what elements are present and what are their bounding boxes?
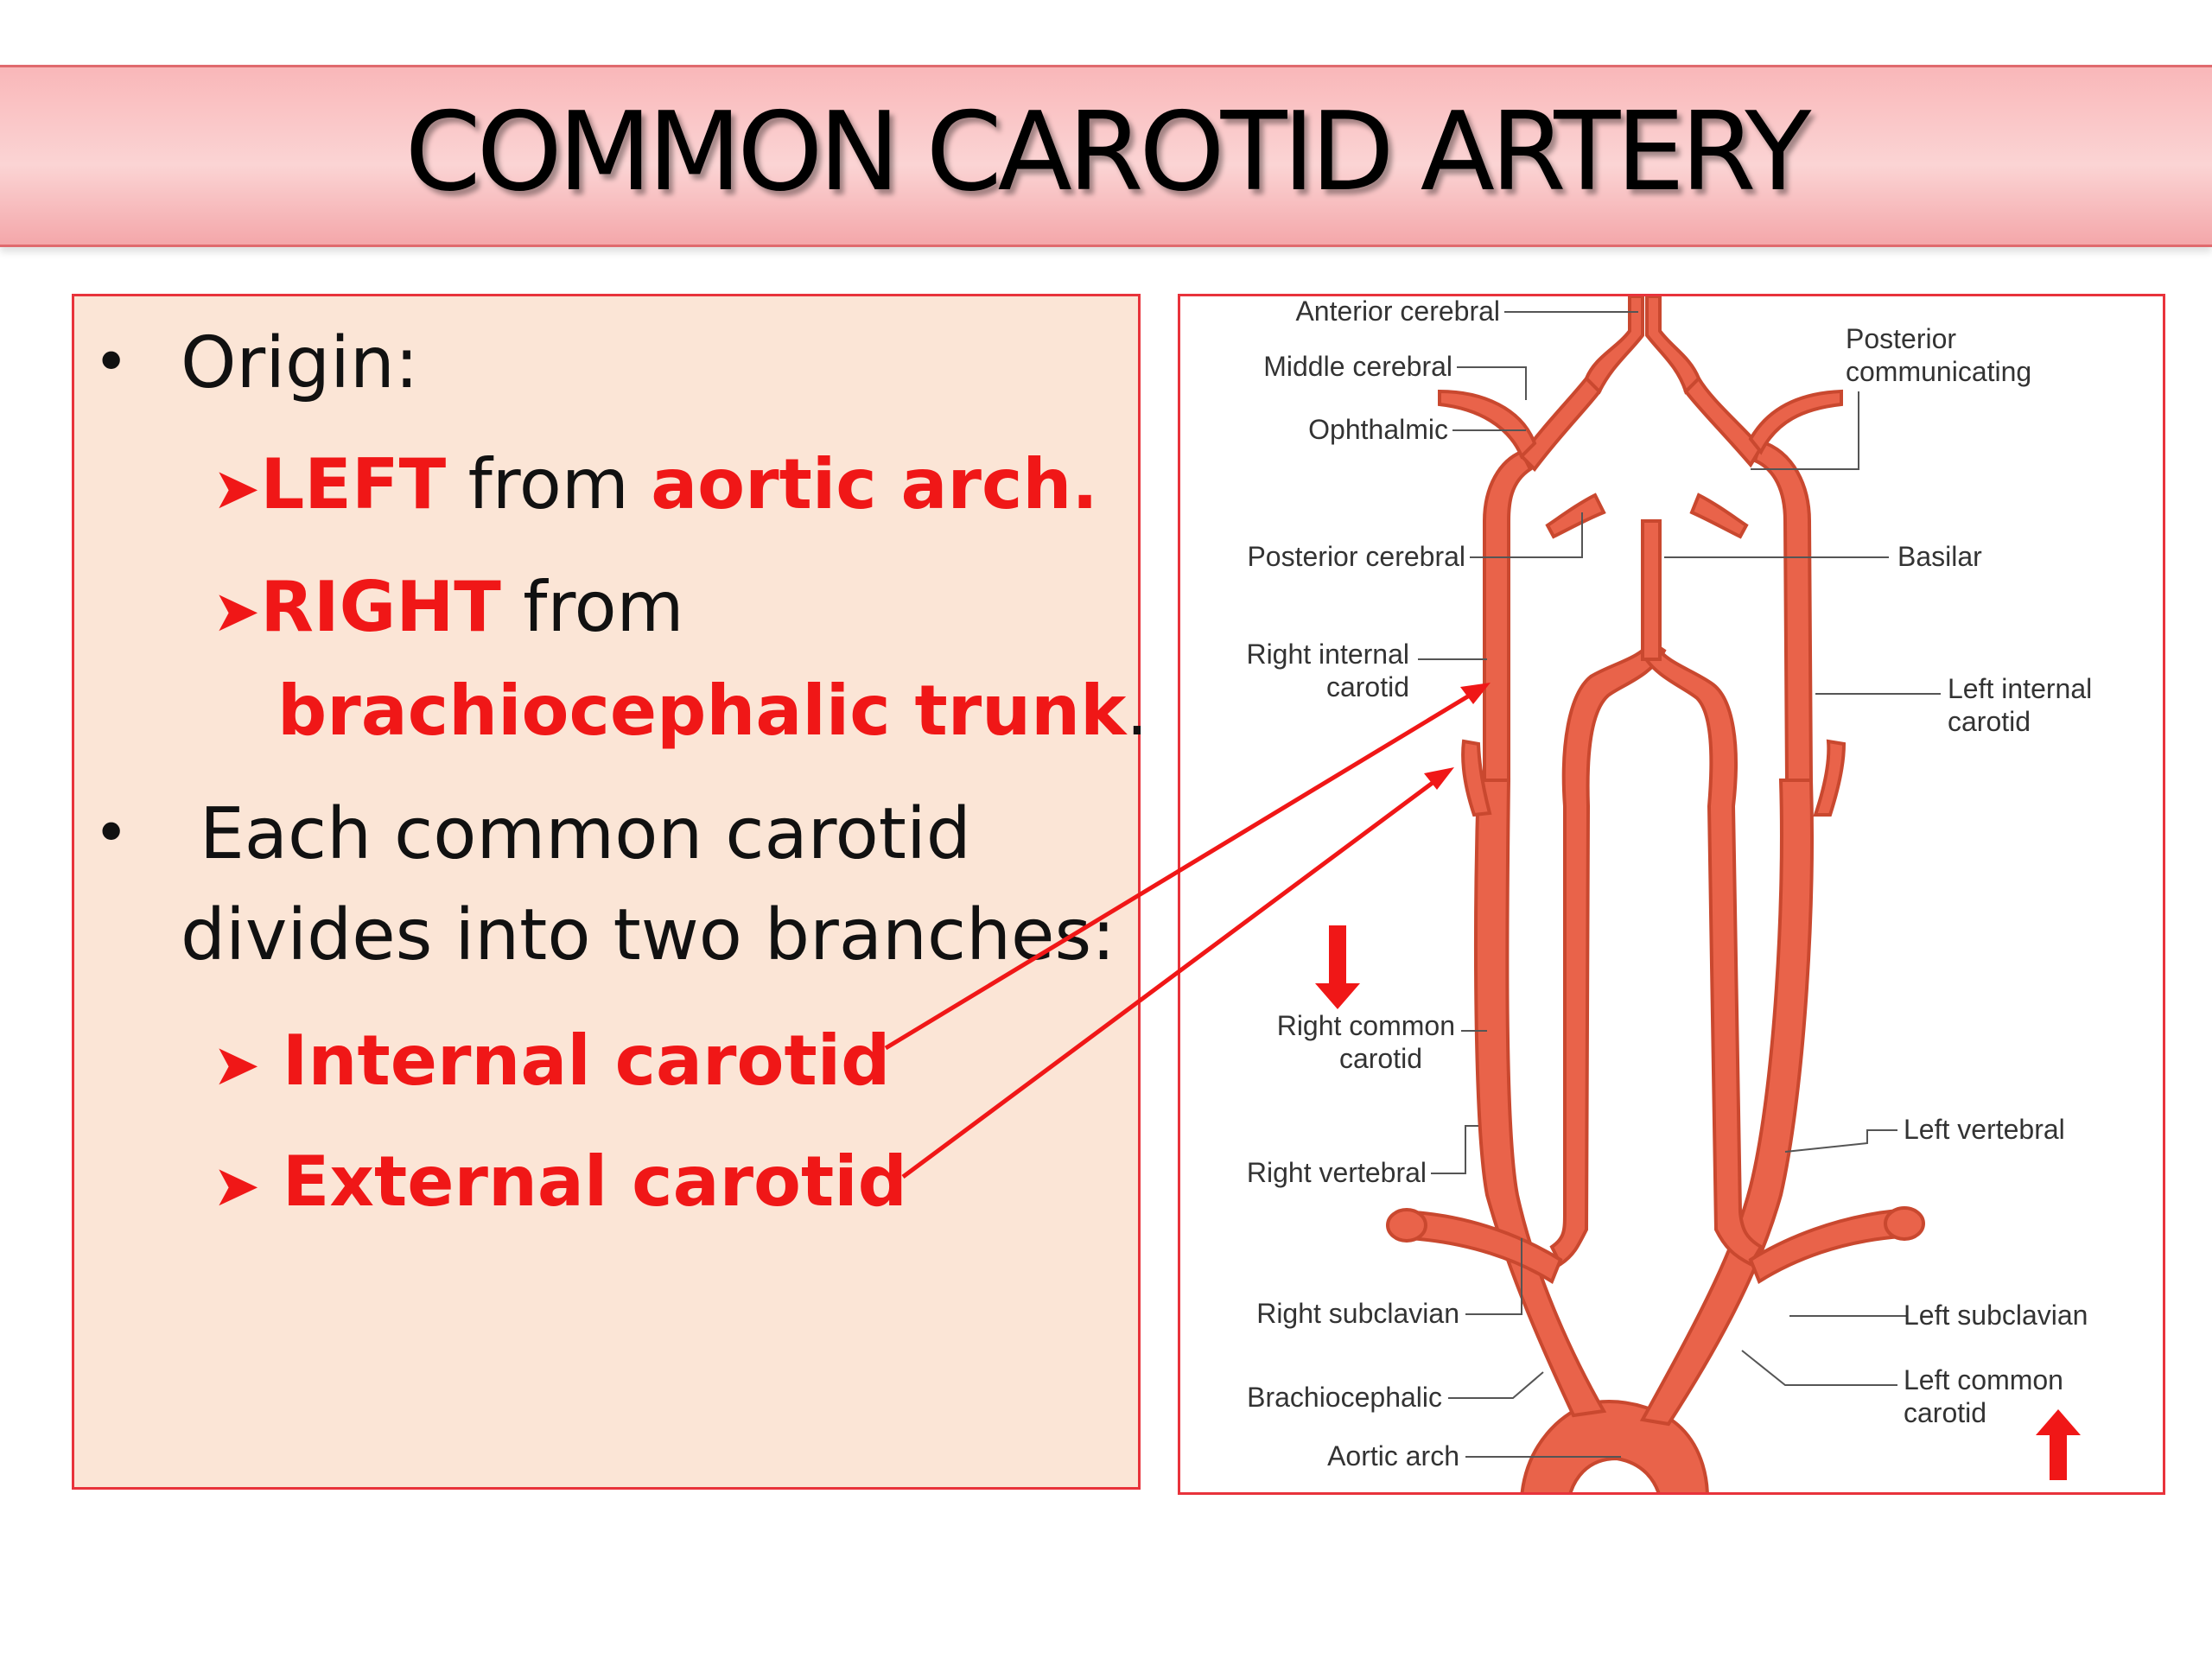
label-right-internal-carotid-1: Right internal <box>1246 639 1409 670</box>
label-right-vertebral: Right vertebral <box>1247 1157 1427 1188</box>
label-ophthalmic: Ophthalmic <box>1308 414 1448 445</box>
label-right-internal-carotid-2: carotid <box>1326 671 1409 702</box>
label-basilar: Basilar <box>1897 541 1982 572</box>
label-posterior-communicating-2: communicating <box>1846 356 2031 387</box>
internal-carotid-item: ➤ Internal carotid <box>213 1018 890 1109</box>
label-right-common-carotid-2: carotid <box>1339 1043 1422 1074</box>
internal-carotid-pointer-arrow <box>884 683 1491 1051</box>
label-left-common-carotid-1: Left common <box>1904 1364 2063 1395</box>
period: . <box>1126 671 1148 751</box>
right-word: RIGHT <box>260 567 501 647</box>
bullet-divides: • <box>93 798 130 868</box>
artery-diagram-panel: Anterior cerebral Middle cerebral Ophtha… <box>1178 294 2165 1495</box>
from-text: from <box>446 444 652 524</box>
label-brachiocephalic: Brachiocephalic <box>1247 1382 1442 1413</box>
red-direction-arrows <box>1315 925 2081 1480</box>
internal-carotid-text: Internal carotid <box>282 1020 891 1101</box>
label-middle-cerebral: Middle cerebral <box>1263 351 1452 382</box>
aortic-arch-text: aortic arch <box>651 444 1072 524</box>
label-left-vertebral: Left vertebral <box>1904 1114 2065 1145</box>
artery-diagram: Anterior cerebral Middle cerebral Ophtha… <box>1246 296 2092 1492</box>
text-panel: • Origin: ➤LEFT from aortic arch. ➤RIGHT… <box>72 294 1148 1490</box>
label-posterior-communicating-1: Posterior <box>1846 323 1956 354</box>
external-carotid-item: ➤ External carotid <box>213 1139 907 1230</box>
external-carotid-text: External carotid <box>282 1141 907 1222</box>
external-carotid-pointer-arrow <box>901 767 1454 1179</box>
label-right-common-carotid-1: Right common <box>1277 1010 1455 1041</box>
label-right-subclavian: Right subclavian <box>1256 1298 1459 1329</box>
origin-text: Origin: <box>181 322 419 404</box>
origin-heading: Origin: <box>181 321 418 407</box>
arrow-bullet-icon: ➤ <box>213 1032 261 1098</box>
label-anterior-cerebral: Anterior cerebral <box>1295 296 1500 327</box>
divides-text-1: Each common carotid <box>200 793 971 875</box>
label-posterior-cerebral: Posterior cerebral <box>1247 541 1465 572</box>
artery-tree <box>1386 296 1925 1492</box>
leader-lines <box>1418 311 1941 1458</box>
diagram-labels: Anterior cerebral Middle cerebral Ophtha… <box>1246 296 2092 1471</box>
left-origin-line: ➤LEFT from aortic arch. <box>213 442 1098 532</box>
divides-line-1: Each common carotid <box>200 791 971 878</box>
brachiocephalic-line: brachiocephalic trunk. <box>277 668 1148 754</box>
bullet-origin: • <box>93 327 130 397</box>
label-left-internal-carotid-2: carotid <box>1948 706 2031 737</box>
divides-line-2: divides into two branches: <box>181 893 1116 979</box>
left-word: LEFT <box>260 444 447 524</box>
period: . <box>1071 444 1098 524</box>
divides-text-2: divides into two branches: <box>181 894 1116 976</box>
slide-title: COMMON CAROTID ARTERY <box>404 88 1812 215</box>
arrow-bullet-icon: ➤ <box>213 455 261 522</box>
title-banner: COMMON CAROTID ARTERY <box>0 65 2212 247</box>
label-left-internal-carotid-1: Left internal <box>1948 673 2092 704</box>
down-arrow-icon <box>1315 925 1360 1009</box>
arrow-bullet-icon: ➤ <box>213 578 261 645</box>
right-origin-line: ➤RIGHT from <box>213 564 683 655</box>
label-left-common-carotid-2: carotid <box>1904 1397 1986 1428</box>
from-text: from <box>500 567 684 647</box>
label-left-subclavian: Left subclavian <box>1904 1300 2088 1331</box>
arrow-bullet-icon: ➤ <box>213 1153 261 1219</box>
brachiocephalic-trunk-text: brachiocephalic trunk <box>277 671 1127 751</box>
up-arrow-icon <box>2036 1409 2081 1480</box>
label-aortic-arch: Aortic arch <box>1327 1440 1459 1471</box>
